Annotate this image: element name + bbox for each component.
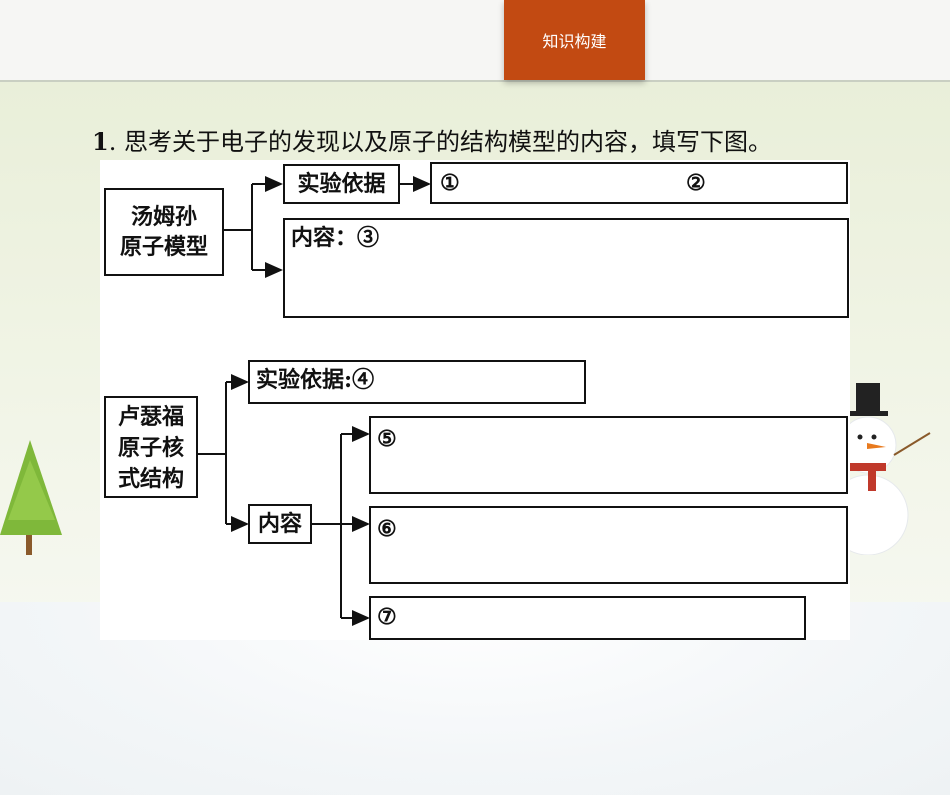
blank-7-marker: ⑦ bbox=[377, 604, 397, 630]
question-body: . 思考关于电子的发现以及原子的结构模型的内容，填写下图。 bbox=[108, 128, 772, 156]
thomson-title-line2: 原子模型 bbox=[119, 234, 208, 260]
concept-diagram: 汤姆孙 原子模型 实验依据 ① ② 内容：③ 卢瑟福 原子核 式结构 实验依据:… bbox=[100, 160, 850, 640]
tab-knowledge-construction[interactable]: 知识构建 bbox=[504, 0, 645, 80]
thomson-content-label: 内容：③ bbox=[291, 225, 380, 251]
blank-1-marker: ① bbox=[440, 170, 460, 196]
question-number: 1 bbox=[92, 127, 109, 156]
thomson-basis-label: 实验依据 bbox=[297, 171, 386, 197]
rutherford-content-label: 内容 bbox=[257, 511, 302, 537]
thomson-title-line1: 汤姆孙 bbox=[130, 204, 197, 230]
rutherford-title-line1: 卢瑟福 bbox=[117, 404, 184, 430]
rutherford-basis-label: 实验依据:④ bbox=[256, 367, 375, 393]
rutherford-title-line3: 式结构 bbox=[117, 466, 184, 492]
rutherford-title-line2: 原子核 bbox=[117, 435, 184, 461]
blank-2-marker: ② bbox=[686, 170, 706, 196]
rutherford-basis-box[interactable]: 实验依据:④ bbox=[248, 360, 586, 404]
blank-5-box[interactable]: ⑤ bbox=[369, 416, 848, 494]
blank-5-marker: ⑤ bbox=[377, 426, 397, 452]
connector-lines bbox=[198, 176, 431, 626]
blank-6-marker: ⑥ bbox=[377, 516, 397, 542]
question-text: 1. 思考关于电子的发现以及原子的结构模型的内容，填写下图。 bbox=[92, 122, 942, 157]
rutherford-content-label-box: 内容 bbox=[248, 504, 312, 544]
rutherford-model-box: 卢瑟福 原子核 式结构 bbox=[104, 396, 198, 498]
header-bar bbox=[0, 0, 950, 81]
thomson-model-box: 汤姆孙 原子模型 bbox=[104, 188, 224, 276]
thomson-basis-label-box: 实验依据 bbox=[283, 164, 400, 204]
thomson-basis-answer-box[interactable]: ① ② bbox=[430, 162, 848, 204]
thomson-content-box[interactable]: 内容：③ bbox=[283, 218, 849, 318]
header-divider bbox=[0, 80, 950, 82]
blank-7-box[interactable]: ⑦ bbox=[369, 596, 806, 640]
snowman-decoration bbox=[846, 383, 931, 555]
tree-decoration bbox=[0, 440, 62, 555]
blank-6-box[interactable]: ⑥ bbox=[369, 506, 848, 584]
